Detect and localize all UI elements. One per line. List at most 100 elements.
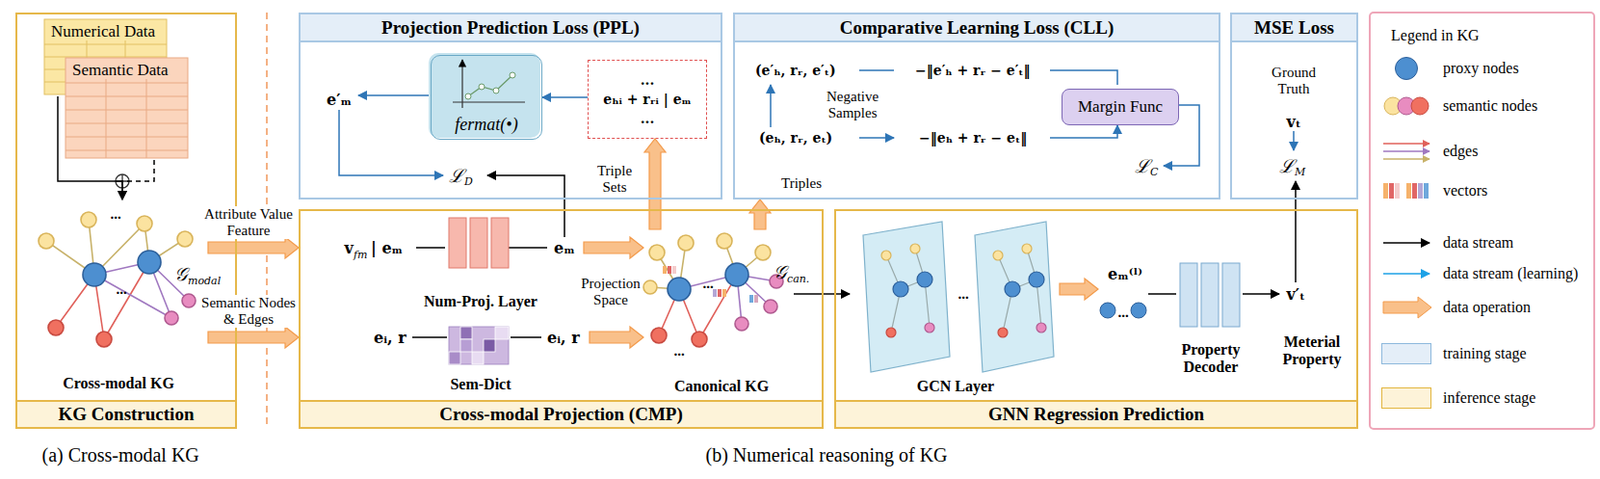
semantic-dictionary	[472, 351, 484, 365]
legend-sample	[1423, 183, 1429, 199]
title-band: Comparative Learning Loss (CLL)	[734, 14, 1219, 43]
canonical-graph	[717, 288, 722, 297]
cross-modal-graph	[38, 233, 54, 249]
canonical-graph	[749, 294, 754, 303]
legend-text: proxy nodes	[1442, 59, 1520, 78]
legend-sample	[1383, 272, 1430, 275]
node-text: Margin Func	[1077, 97, 1163, 117]
proxy-embedding	[1130, 302, 1147, 318]
learning-stream	[358, 94, 429, 97]
label-text: ℒ	[1279, 153, 1295, 179]
canonical-graph	[649, 244, 665, 261]
projection-layer	[448, 217, 467, 268]
fermat-plot	[452, 59, 525, 108]
projection-layer	[491, 217, 509, 268]
legend-sample	[1389, 183, 1394, 199]
legend-text: vectors	[1442, 182, 1488, 200]
ellipsis: ...	[703, 275, 714, 292]
canonical-graph	[763, 299, 778, 314]
legend-sample	[1383, 241, 1430, 244]
decoder-layer	[1180, 262, 1240, 327]
projection-layer	[448, 217, 509, 268]
node-text: ...	[640, 70, 656, 90]
caption: (b) Numerical reasoning of KG	[706, 444, 948, 467]
canonical-graph	[755, 244, 771, 261]
gcn-layer	[974, 221, 1054, 372]
canonical-graph	[667, 277, 691, 301]
legend-swatch	[1381, 387, 1432, 409]
decoder-layer	[1180, 262, 1198, 327]
semantic-dictionary	[460, 326, 473, 340]
canonical-graph	[662, 265, 667, 274]
canonical-graph	[716, 233, 733, 249]
edge-label: Attribute Value Feature	[198, 206, 299, 239]
legend-text: edges	[1442, 142, 1478, 160]
data-table	[65, 57, 188, 158]
operation-arrow	[749, 199, 771, 230]
label-text: e′ₘ	[326, 90, 352, 109]
connector	[542, 96, 588, 99]
legend-border	[1369, 12, 1595, 429]
fermat-plot	[465, 72, 516, 100]
fermat-plot	[428, 52, 541, 138]
gcn-layer	[917, 271, 933, 288]
cross-modal-graph	[182, 293, 196, 308]
legend-text: data operation	[1442, 298, 1531, 316]
layer-box: Num-Proj. Layer	[413, 217, 549, 311]
canonical-graph	[643, 233, 784, 347]
legend-sample	[1383, 97, 1432, 318]
label-text: | eₘ	[370, 238, 403, 258]
fermat-plot	[493, 87, 499, 94]
cross-modal-graph	[137, 250, 161, 274]
node-text: eₕᵢ + rᵣᵢ | eₘ	[603, 89, 692, 109]
data-stream	[1294, 181, 1297, 283]
canonical-graph	[754, 294, 759, 303]
label-text: Projection Space	[572, 275, 650, 309]
gcn-layer	[863, 221, 950, 372]
gcn-layer	[924, 322, 1047, 333]
legend-swatch	[1394, 56, 1418, 80]
gcn-layer	[1028, 271, 1045, 288]
canonical-graph	[722, 288, 727, 297]
semantic-dictionary	[448, 351, 461, 365]
gcn-layer	[892, 281, 909, 297]
label-text: v′ₜ	[1286, 285, 1306, 304]
ellipsis: ...	[958, 286, 970, 303]
fermat-plot	[478, 83, 485, 90]
canonical-graph	[662, 265, 759, 303]
label-text: Negative Samples	[826, 88, 879, 122]
label-text: v	[344, 238, 354, 258]
legend-sample	[1411, 97, 1429, 115]
title-band: KG Construction	[17, 399, 236, 427]
gcn-layer	[886, 327, 896, 338]
gcn-layer	[886, 248, 1042, 333]
node-text: Comparative Learning Loss (CLL)	[839, 17, 1114, 39]
cross-modal-graph	[38, 211, 196, 347]
loss-panel: Projection Prediction Loss (PPL)fermat(•…	[298, 12, 723, 200]
decoder-layer	[1222, 262, 1240, 327]
legend-sample	[1417, 183, 1423, 199]
canonical-graph	[643, 233, 771, 294]
layer-box: GCN Layer	[849, 219, 1062, 395]
gcn-layer	[993, 250, 1003, 261]
canonical-graph	[667, 265, 672, 274]
label-text: vₜ	[1286, 112, 1302, 132]
cross-modal-graph	[82, 250, 161, 287]
canonical-graph	[672, 265, 677, 274]
label-text: (eₕ, rᵣ, eₜ)	[759, 130, 833, 146]
label-text: D	[464, 175, 473, 188]
label-text: Meterial Property	[1273, 333, 1351, 368]
semantic-dictionary	[483, 339, 496, 352]
ellipsis: ...	[116, 281, 128, 298]
learning-stream	[1292, 131, 1295, 151]
data-stream	[412, 175, 1296, 338]
gcn-layer	[881, 250, 892, 261]
cross-modal-graph	[82, 262, 106, 287]
canonical-graph	[667, 262, 749, 301]
title-band: MSE Loss	[1232, 14, 1357, 43]
label-text: Ground Truth	[1255, 64, 1333, 98]
legend-sample	[1383, 150, 1430, 153]
dictionary-box: Sem-Dict	[429, 325, 532, 394]
data-table	[44, 19, 188, 158]
legend-text: training stage	[1442, 344, 1527, 363]
